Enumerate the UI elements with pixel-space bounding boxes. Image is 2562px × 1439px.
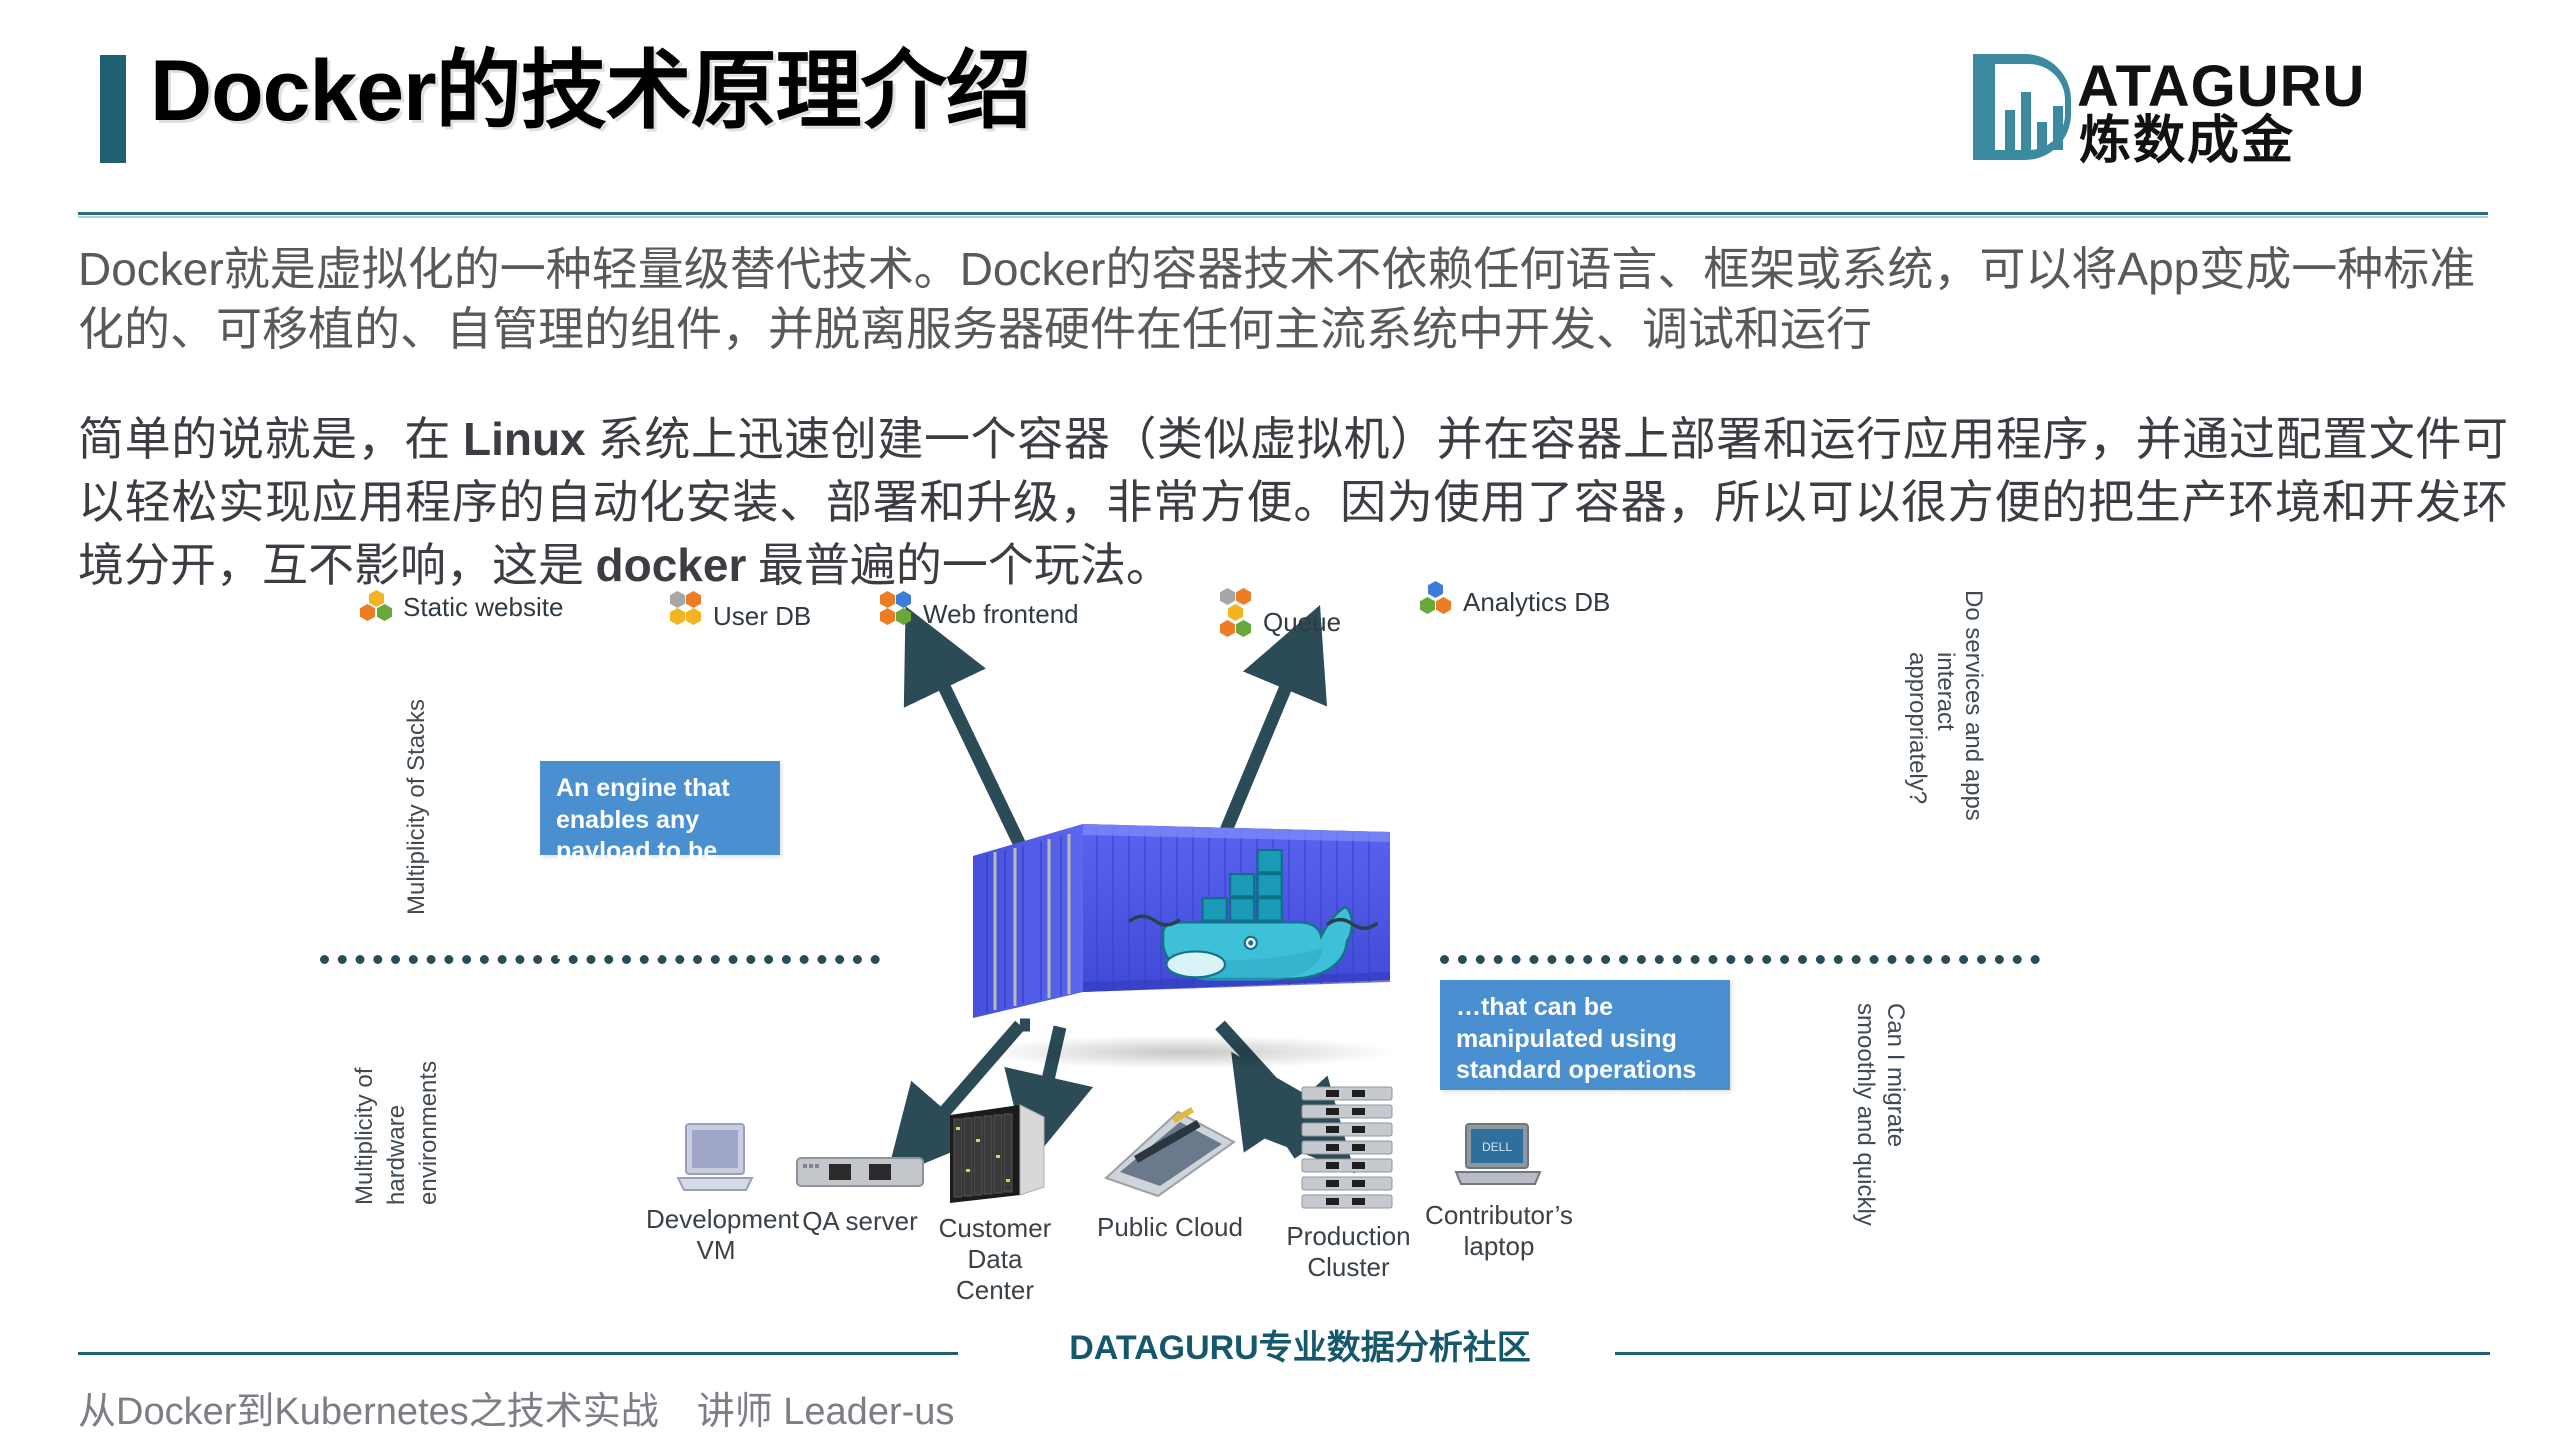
device-label-line2: laptop (1463, 1231, 1535, 1262)
data-center-icon (950, 1104, 1045, 1203)
hex-cluster-icon (670, 591, 704, 633)
hardware-label-line3: environments (415, 1060, 442, 1205)
server-stack-icon (1301, 1086, 1393, 1209)
services-label-line2: interact (1932, 652, 1959, 731)
device-qa-server: QA server (795, 1150, 925, 1236)
footer-divider-left (78, 1352, 958, 1355)
dashed-separator-left (320, 955, 880, 964)
side-label-multiplicity-of-hardware: Multiplicity of hardware environments (350, 1025, 550, 1205)
device-production-cluster: Production Cluster (1286, 1085, 1411, 1282)
laptop-icon: DELL (1454, 1123, 1542, 1185)
desktop-computer-icon (676, 1123, 754, 1191)
services-label-line3: appropriately? (1904, 652, 1931, 805)
hex-cluster-icon (1220, 588, 1254, 647)
side-label-do-services-interact: Do services and apps interact appropriat… (1904, 590, 2180, 840)
footer-divider-right (1615, 1352, 2490, 1355)
stack-label-web-frontend: Web frontend (880, 591, 1079, 631)
device-contributor-laptop: DELL Contributor’s laptop (1425, 1120, 1573, 1261)
container-shadow (975, 1035, 1395, 1069)
device-label-line2: Cluster (1307, 1252, 1390, 1283)
hardware-label-line1: Multiplicity of (351, 1067, 378, 1205)
stack-label-analytics-db: Analytics DB (1420, 581, 1611, 619)
blade-hardware-icon (1104, 1106, 1236, 1198)
device-public-cloud: Public Cloud (1097, 1100, 1243, 1242)
footer-course-info: 从Docker到Kubernetes之技术实战 讲师 Leader-us (78, 1391, 955, 1433)
callout-manipulation-description: …that can be manipulated using standard … (1440, 980, 1730, 1179)
side-label-can-i-migrate: Can I migrate smoothly and quickly (1852, 1003, 2100, 1253)
explanation-part-3: 最普遍的一个玩法。 (746, 540, 1172, 592)
svg-text:DELL: DELL (1482, 1140, 1512, 1154)
stack-label-text: Web frontend (923, 598, 1079, 629)
intro-paragraph: Docker就是虚拟化的一种轻量级替代技术。Docker的容器技术不依赖任何语言… (78, 243, 2476, 355)
explanation-part-1: 简单的说就是，在 (78, 414, 463, 465)
hex-cluster-icon (1420, 581, 1454, 619)
header-divider-soft (78, 216, 2488, 218)
device-label-line1: Contributor’s (1425, 1200, 1573, 1230)
device-label: Production Cluster (1276, 1221, 1421, 1283)
stack-label-user-db: User DB (670, 591, 812, 633)
stack-label-text: User DB (713, 600, 812, 631)
device-label-line1: QA server (802, 1206, 918, 1236)
migrate-label-line1: Can I migrate (1882, 1003, 1909, 1148)
device-customer-data-center: Customer Data Center (939, 1095, 1051, 1305)
hardware-label-line2: hardware (383, 1104, 410, 1205)
explanation-part-2: 系统上迅速创建一个容器（类似虚拟机）并在容器上部署和运行应用程序，并通过配置文件… (78, 414, 2509, 592)
dashed-separator-right (1440, 955, 2040, 964)
stack-label-queue: Queue (1220, 588, 1342, 647)
device-label: Development VM (646, 1204, 800, 1266)
docker-container-illustration (965, 810, 1395, 1055)
footer-brand: DATAGURU专业数据分析社区 (1069, 1329, 1531, 1367)
stack-label-text: Analytics DB (1463, 586, 1611, 617)
hex-cluster-icon (360, 590, 394, 624)
rack-server-icon (796, 1157, 924, 1187)
title-accent-bar (100, 55, 132, 171)
callout-engine-description: An engine that enables any payload to be… (540, 761, 780, 1023)
device-label-line1: Public Cloud (1097, 1212, 1243, 1242)
migrate-label-line2: smoothly and quickly (1852, 1003, 1879, 1226)
stack-label-text: Queue (1263, 606, 1342, 637)
device-label: Customer Data Center (920, 1213, 1070, 1307)
services-label-line1: Do services and apps (1960, 590, 1987, 821)
explanation-linux: Linux (462, 413, 586, 465)
device-label: Public Cloud (1090, 1212, 1250, 1243)
docker-architecture-diagram: Static website User DB Web frontend (320, 581, 2140, 1315)
explanation-docker: docker (595, 539, 747, 592)
svg-text:ATAGURU: ATAGURU (2077, 54, 2365, 119)
hex-cluster-icon (880, 591, 914, 631)
device-label-line1: Customer Data (938, 1213, 1052, 1275)
device-label-line1: Development (646, 1204, 800, 1234)
device-label-line2: Center (955, 1275, 1035, 1306)
device-label: Contributor’s laptop (1424, 1200, 1574, 1262)
device-label-line1: Production (1286, 1221, 1411, 1251)
page-title: Docker的技术原理介绍 (150, 43, 1032, 139)
device-development-vm: Development VM (646, 1120, 799, 1265)
side-label-multiplicity-of-stacks: Multiplicity of Stacks (403, 698, 430, 915)
stack-label-text: Static website (403, 591, 564, 622)
svg-text:炼数成金: 炼数成金 (2079, 112, 2295, 166)
device-label-line2: VM (696, 1235, 736, 1266)
header-divider (78, 212, 2488, 215)
stack-label-static-website: Static website (360, 590, 563, 624)
device-label: QA server (785, 1206, 935, 1237)
explanation-paragraph: 简单的说就是，在 Linux 系统上迅速创建一个容器（类似虚拟机）并在容器上部署… (78, 408, 2508, 597)
dataguru-logo: ATAGURU 炼数成金 (1965, 48, 2465, 166)
